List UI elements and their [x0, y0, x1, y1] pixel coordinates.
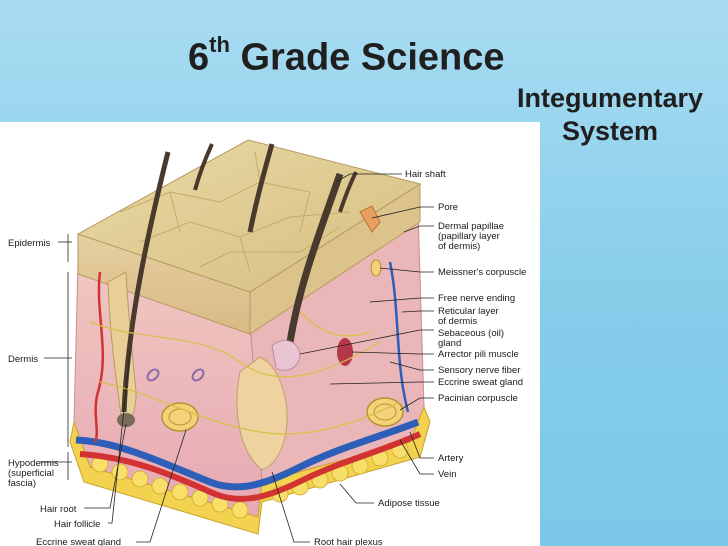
skin-surface [76, 139, 422, 293]
label-pacinian-corpuscle: Pacinian corpuscle [438, 393, 518, 404]
label-hypodermis-2: (superficial [8, 468, 54, 479]
hair-follicle [107, 271, 137, 423]
title-text: Grade Science [229, 36, 505, 79]
slide-title: 6th Grade Science [188, 32, 505, 80]
vein [75, 418, 420, 491]
hair-shaft-3 [247, 143, 275, 233]
skin-cross-section-diagram: Epidermis Dermis Hypodermis (superficial… [8, 139, 526, 546]
dermis-vessel-blue [388, 261, 410, 413]
label-hypodermis: Hypodermis [8, 458, 59, 469]
label-arrector-pili-muscle: Arrector pili muscle [438, 349, 519, 360]
label-artery: Artery [438, 453, 464, 464]
sebaceous-gland [271, 339, 301, 371]
label-sensory-nerve-fiber: Sensory nerve fiber [438, 365, 520, 376]
deep-hair-follicle [236, 356, 288, 471]
label-pore: Pore [438, 202, 458, 213]
label-sebaceous-gland: Sebaceous (oil) [438, 328, 504, 339]
label-vein: Vein [438, 469, 457, 480]
label-dermal-papillae-2: (papillary layer [438, 231, 500, 242]
hair-shaft-1 [121, 151, 171, 413]
label-hair-root: Hair root [40, 504, 77, 515]
artery [79, 431, 422, 502]
nerve-fibers [89, 311, 401, 435]
label-meissners-corpuscle: Meissner's corpuscle [438, 267, 526, 278]
label-dermal-papillae: Dermal papillae [438, 221, 504, 232]
label-hair-follicle: Hair follicle [54, 519, 100, 530]
title-number: 6 [188, 36, 210, 79]
label-adipose-tissue: Adipose tissue [378, 498, 440, 509]
pacinian-corpuscle [366, 397, 404, 427]
label-eccrine-sweat-gland: Eccrine sweat gland [438, 377, 523, 388]
title-superscript: th [209, 32, 230, 57]
arrector-pili [337, 338, 353, 366]
label-reticular-layer-2: of dermis [438, 316, 477, 327]
label-dermis: Dermis [8, 354, 38, 365]
leader-lines [40, 173, 434, 543]
hair-bulb [117, 413, 135, 427]
pore [359, 205, 381, 233]
hypodermis-adipose [69, 405, 431, 535]
skin-diagram-panel: Epidermis Dermis Hypodermis (superficial… [0, 122, 540, 546]
meissner-corpuscle [370, 259, 382, 277]
subtitle-line-1: Integumentary [516, 83, 704, 113]
label-free-nerve-ending: Free nerve ending [438, 293, 515, 304]
subtitle-line-2: System [561, 116, 659, 146]
sweat-gland-coils [146, 368, 205, 382]
label-hypodermis-3: fascia) [8, 478, 36, 489]
slide-subtitle: Integumentary System [500, 82, 720, 148]
label-reticular-layer: Reticular layer [438, 306, 499, 317]
hair-shaft-4 [193, 143, 214, 191]
hair-shaft-5 [338, 171, 358, 213]
label-epidermis: Epidermis [8, 238, 50, 249]
label-sebaceous-gland-2: gland [438, 338, 461, 349]
fat-cells [91, 441, 409, 519]
hair-shaft-2 [286, 172, 344, 343]
label-eccrine-sweat-gland-bottom: Eccrine sweat gland [36, 537, 121, 546]
label-dermal-papillae-3: of dermis) [438, 241, 480, 252]
pacinian-corpuscle-left [161, 402, 199, 432]
label-hair-shaft: Hair shaft [405, 169, 446, 180]
label-root-hair-plexus: Root hair plexus [314, 537, 383, 546]
